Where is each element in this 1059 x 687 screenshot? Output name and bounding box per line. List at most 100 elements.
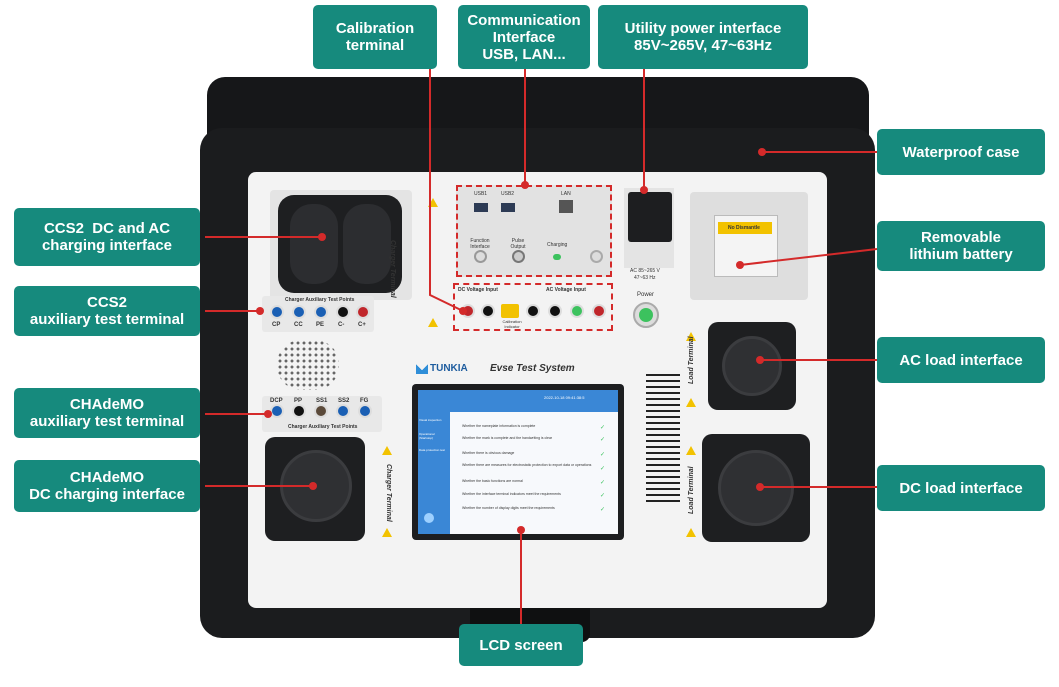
lcd-checklist-item[interactable]: Whether the number of display digits mee…: [462, 506, 555, 510]
ccs2-aux-pin-cminus: C-: [338, 322, 345, 328]
function-interface-port[interactable]: [474, 250, 487, 263]
warning-icon: [382, 446, 392, 455]
warning-icon: [686, 398, 696, 407]
callout-communication-interface: Communication Interface USB, LAN...: [458, 5, 590, 69]
chademo-aux-title: Charger Auxiliary Test Points: [288, 424, 358, 430]
ac-rating-line2: 47~63 Hz: [634, 275, 656, 281]
callout-line: CCS2 DC and AC: [43, 220, 171, 237]
callout-ccs2-aux: CCS2 auxiliary test terminal: [14, 286, 200, 336]
callout-line: LCD screen: [479, 636, 563, 654]
lcd-header-bar: [418, 390, 618, 412]
lcd-back-button[interactable]: [424, 513, 434, 523]
callout-ac-load: AC load interface: [877, 337, 1045, 383]
chademo-aux-pin-ss1: SS1: [316, 398, 328, 404]
usb2-label: USB2: [501, 191, 515, 197]
charging-label: Charging: [547, 242, 568, 248]
ccs2-aux-cp-terminal[interactable]: [270, 305, 284, 319]
chademo-aux-ss1-terminal[interactable]: [314, 404, 328, 418]
lcd-checklist-item[interactable]: Whether the interface terminal indicator…: [462, 492, 561, 496]
power-label: Power: [637, 292, 655, 298]
ccs2-aux-pe-terminal[interactable]: [314, 305, 328, 319]
lcd-checklist-item[interactable]: Whether the nameplate information is com…: [462, 424, 536, 428]
callout-line: AC load interface: [899, 351, 1023, 369]
callout-utility-power: Utility power interface 85V~265V, 47~63H…: [598, 5, 808, 69]
pulse-output-port[interactable]: [512, 250, 525, 263]
usb1-port[interactable]: [474, 203, 488, 212]
lcd-sidebar-item[interactable]: Operational (Startstop): [419, 432, 435, 440]
ccs2-aux-cp2-terminal[interactable]: [356, 305, 370, 319]
callout-line: charging interface: [41, 237, 173, 254]
check-icon: ✓: [600, 425, 606, 431]
callout-line: CHAdeMO: [69, 469, 145, 486]
callout-chademo-dc: CHAdeMO DC charging interface: [14, 460, 200, 512]
ac-voltage-l2-terminal[interactable]: [548, 304, 562, 318]
ccs2-aux-pin-pe: PE: [316, 322, 325, 328]
callout-line: lithium battery: [909, 246, 1013, 263]
ac-rating-line1: AC 85~265 V: [630, 268, 660, 274]
callout-line: CCS2: [86, 294, 127, 311]
battery-warning-label: [718, 222, 772, 234]
ccs2-aux-cm-terminal[interactable]: [336, 305, 350, 319]
chademo-aux-pin-fg: FG: [360, 398, 369, 404]
ac-voltage-l1-terminal[interactable]: [526, 304, 540, 318]
check-icon: ✓: [600, 466, 606, 472]
warning-icon: [428, 198, 438, 207]
usb1-label: USB1: [474, 191, 488, 197]
ac-power-inlet[interactable]: [628, 192, 672, 242]
ground-port[interactable]: [590, 250, 603, 263]
callout-line: auxiliary test terminal: [29, 413, 185, 430]
lcd-screen[interactable]: [418, 390, 618, 534]
chademo-aux-pp-terminal[interactable]: [292, 404, 306, 418]
lcd-checklist-item[interactable]: Whether the mark is complete and the han…: [462, 436, 553, 440]
tunkia-logo-icon: [416, 362, 428, 374]
check-icon: ✓: [600, 507, 606, 513]
callout-line: terminal: [345, 37, 405, 54]
lcd-checklist-item[interactable]: Whether the basic functions are normal: [462, 479, 523, 483]
warning-icon: [382, 528, 392, 537]
usb2-port[interactable]: [501, 203, 515, 212]
ac-voltage-l3-terminal[interactable]: [570, 304, 584, 318]
chademo-aux-fg-terminal[interactable]: [358, 404, 372, 418]
lan-label: LAN: [561, 191, 571, 197]
ccs2-dc-ac-port-right[interactable]: [343, 204, 391, 284]
chademo-aux-dcp-terminal[interactable]: [270, 404, 284, 418]
check-icon: ✓: [600, 493, 606, 499]
callout-ccs2-dc-ac: CCS2 DC and AC charging interface: [14, 208, 200, 266]
chademo-aux-pin-ss2: SS2: [338, 398, 350, 404]
check-icon: ✓: [600, 437, 606, 443]
callout-line: Calibration: [335, 20, 415, 37]
ccs2-aux-title: Charger Auxiliary Test Points: [285, 297, 355, 303]
lcd-checklist-item[interactable]: Whether there are measures for electrost…: [462, 463, 592, 467]
callout-dc-load: DC load interface: [877, 465, 1045, 511]
check-icon: ✓: [600, 452, 606, 458]
warning-icon: [428, 318, 438, 327]
dc-voltage-minus-terminal[interactable]: [481, 304, 495, 318]
chademo-aux-ss2-terminal[interactable]: [336, 404, 350, 418]
callout-line: USB, LAN...: [482, 45, 566, 63]
calibration-indicator-terminal[interactable]: [501, 304, 519, 318]
callout-line: Waterproof case: [902, 143, 1020, 161]
callout-line: Removable: [920, 229, 1002, 246]
warning-icon: [686, 332, 696, 341]
ccs2-dc-ac-port-left[interactable]: [290, 204, 338, 284]
lcd-sidebar-item[interactable]: Visual inspection: [419, 418, 442, 422]
callout-chademo-aux: CHAdeMO auxiliary test terminal: [14, 388, 200, 438]
callout-line: Interface: [492, 28, 556, 46]
ac-voltage-n-terminal[interactable]: [592, 304, 606, 318]
vent-slats: [646, 374, 680, 504]
ccs2-aux-pin-cp: CP: [272, 322, 281, 328]
warning-icon: [686, 528, 696, 537]
lcd-sidebar-item[interactable]: Data protection test: [419, 448, 446, 452]
function-interface-label: Function Interface: [470, 238, 490, 250]
charging-indicator: [553, 254, 561, 260]
lcd-status-time: 2022-10-18 09:41:38:5: [544, 395, 585, 400]
model-title: Evse Test System: [490, 363, 575, 374]
ccs2-aux-cc-terminal[interactable]: [292, 305, 306, 319]
check-icon: ✓: [600, 480, 606, 486]
warning-icon: [686, 446, 696, 455]
lan-port[interactable]: [559, 200, 573, 213]
ac-load-port-face: [722, 336, 782, 396]
lcd-checklist-item[interactable]: Whether there is obvious damage: [462, 451, 515, 455]
callout-lcd-screen: LCD screen: [459, 624, 583, 666]
dc-voltage-input-label: DC Voltage Input: [458, 287, 498, 293]
